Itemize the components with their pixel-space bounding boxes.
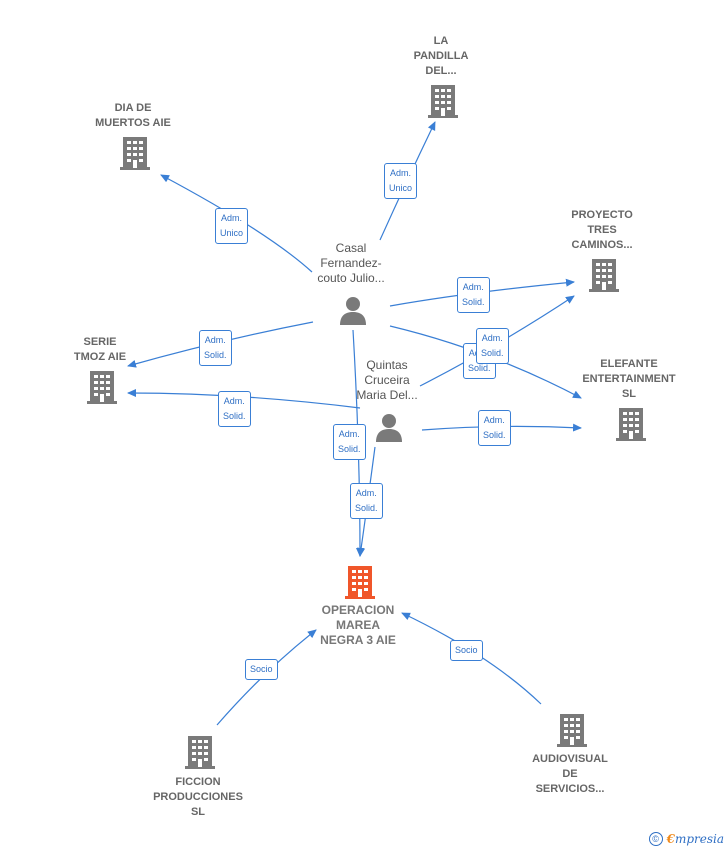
- edge-label[interactable]: Adm. Solid.: [476, 328, 509, 364]
- edge-label[interactable]: Adm. Solid.: [333, 424, 366, 460]
- footer-brand: © €mpresia: [648, 832, 724, 846]
- copyright-icon: ©: [648, 832, 663, 846]
- node-label-serie[interactable]: SERIE TMOZ AIE: [73, 336, 127, 363]
- edge-label[interactable]: Adm. Unico: [215, 208, 249, 244]
- person-icon[interactable]: [376, 414, 402, 442]
- building-icon[interactable]: [589, 259, 619, 292]
- node-label-ficcion[interactable]: FICCION PRODUCCIONES SL: [153, 776, 243, 818]
- building-icon[interactable]: [185, 736, 215, 769]
- brand-logo: €mpresia: [666, 832, 724, 846]
- edge-label[interactable]: Adm. Solid.: [218, 391, 251, 427]
- node-label-dia[interactable]: DIA DE MUERTOS AIE: [95, 102, 171, 129]
- edge-label[interactable]: Socio: [245, 659, 278, 680]
- node-label-quintas[interactable]: Quintas Cruceira Maria Del...: [356, 358, 418, 402]
- edge-casal-dia: [160, 174, 313, 273]
- edge-label[interactable]: Adm. Solid.: [478, 410, 511, 446]
- node-label-casal[interactable]: Casal Fernandez- couto Julio...: [317, 241, 385, 285]
- edge-label[interactable]: Adm. Solid.: [199, 330, 232, 366]
- node-label-audio[interactable]: AUDIOVISUAL DE SERVICIOS...: [532, 753, 608, 795]
- edge-label[interactable]: Adm. Solid.: [457, 277, 490, 313]
- person-icon[interactable]: [340, 297, 366, 325]
- edge-label[interactable]: Adm. Unico: [384, 163, 418, 199]
- building-icon[interactable]: [616, 408, 646, 441]
- edge-label[interactable]: Socio: [450, 640, 483, 661]
- main-company-building-icon[interactable]: [345, 566, 375, 599]
- building-icon[interactable]: [557, 714, 587, 747]
- node-label-pandilla[interactable]: LA PANDILLA DEL...: [413, 35, 469, 77]
- node-label-main[interactable]: OPERACION MAREA NEGRA 3 AIE: [320, 603, 396, 647]
- edge-label[interactable]: Adm. Solid.: [350, 483, 383, 519]
- building-icon[interactable]: [120, 137, 150, 170]
- node-label-elefante[interactable]: ELEFANTE ENTERTAINMENT SL: [582, 358, 676, 400]
- building-icon[interactable]: [87, 371, 117, 404]
- node-label-proyecto[interactable]: PROYECTO TRES CAMINOS...: [571, 209, 633, 251]
- building-icon[interactable]: [428, 85, 458, 118]
